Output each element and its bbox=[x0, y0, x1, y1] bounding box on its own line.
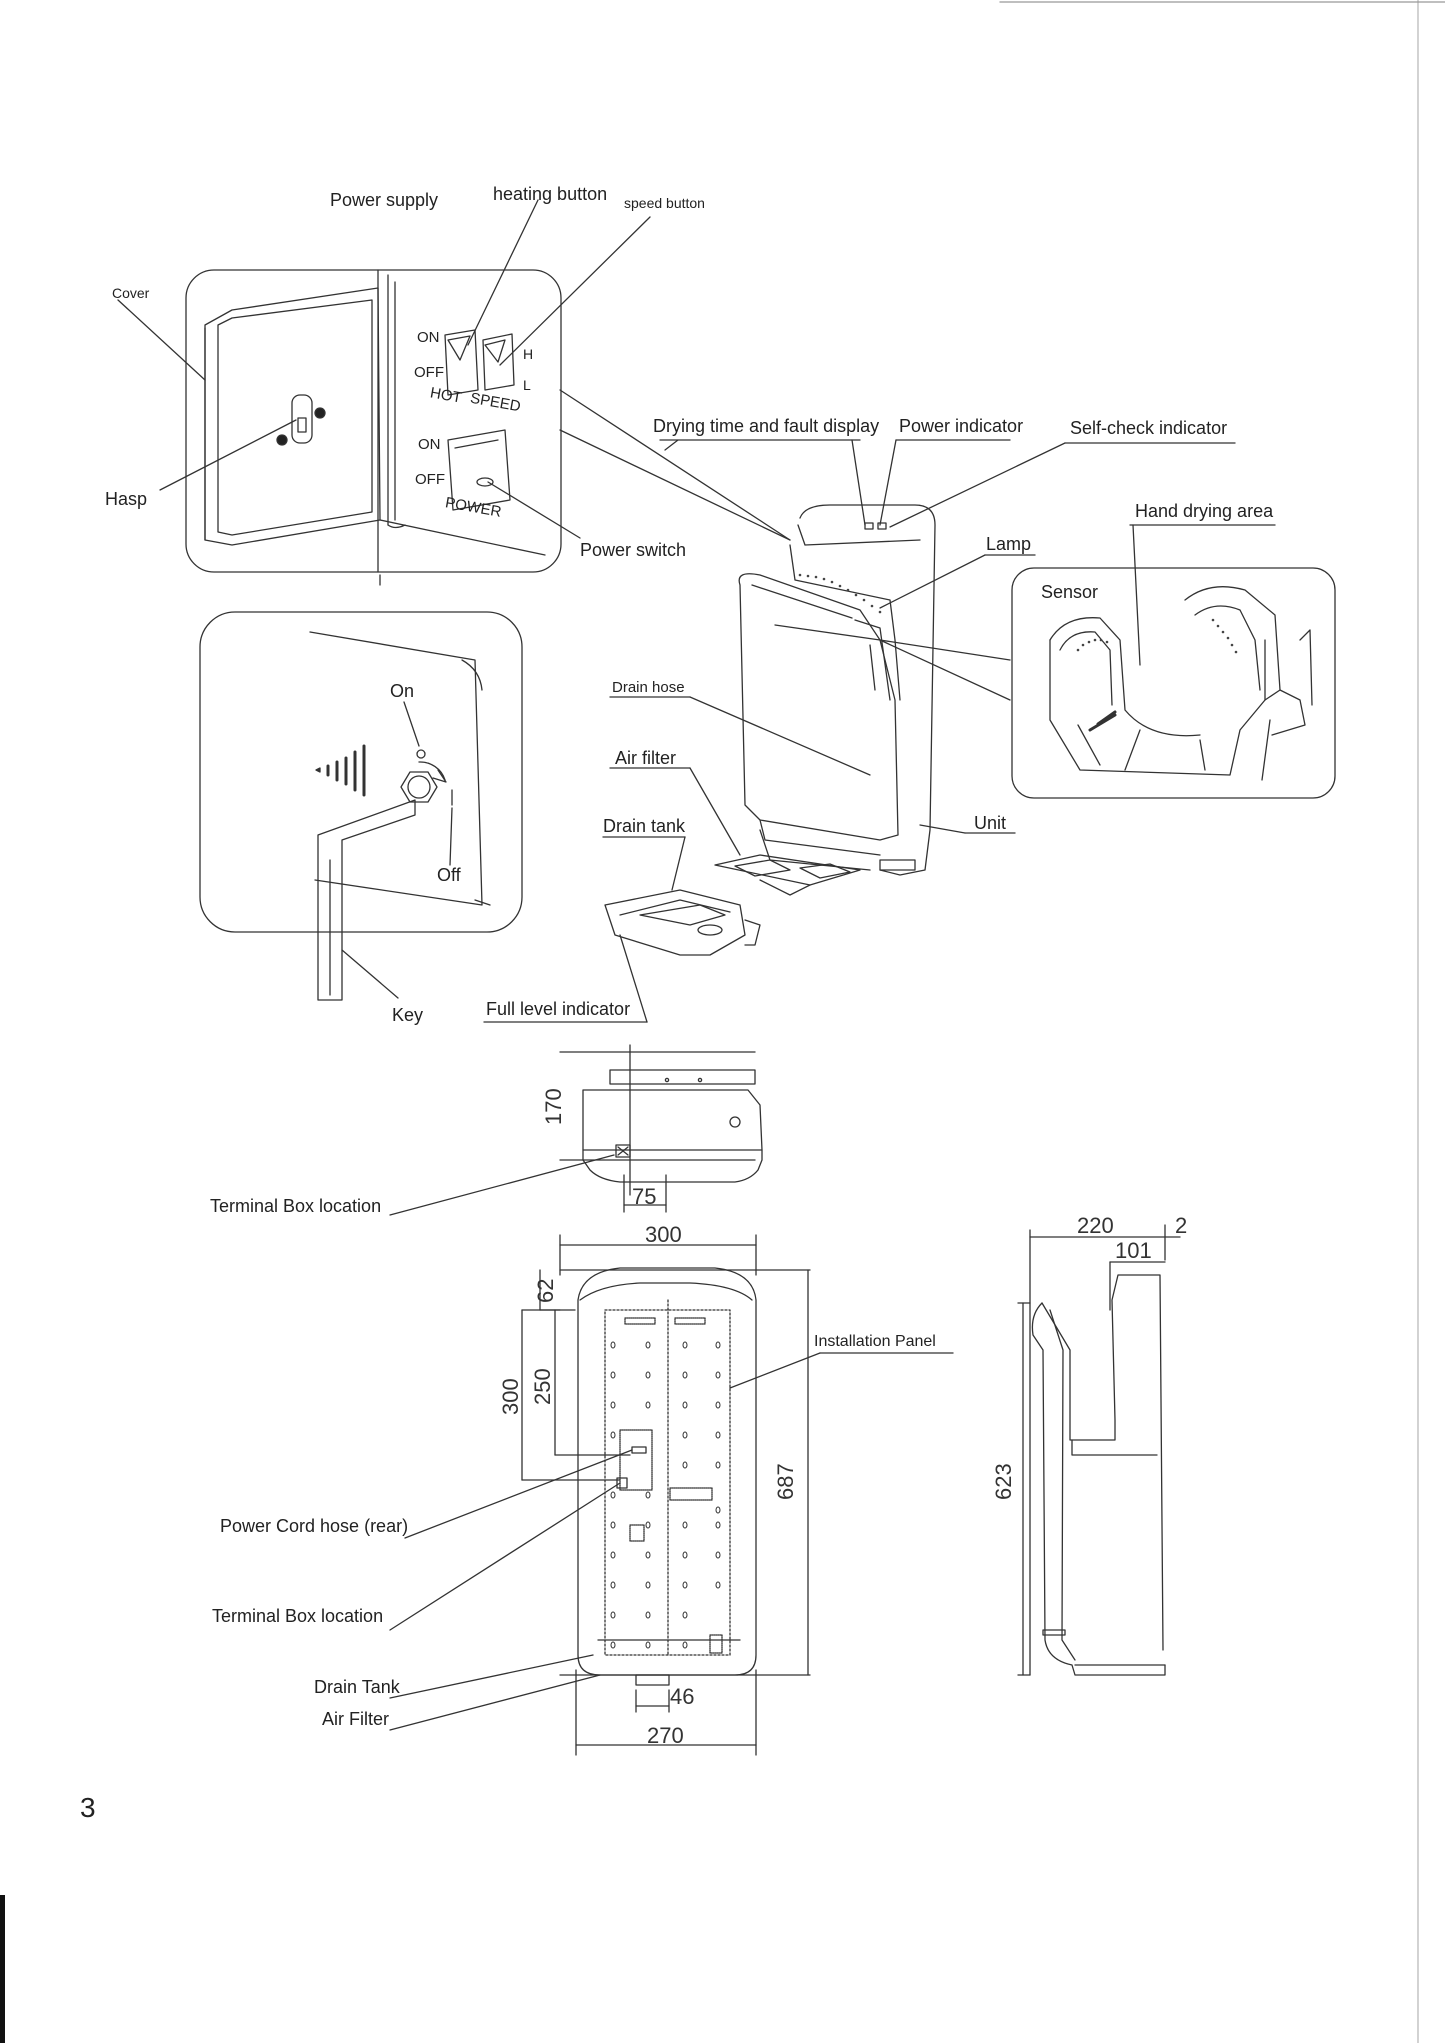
top-view-drawing bbox=[389, 1044, 763, 1216]
drain-hose-label: Drain hose bbox=[612, 679, 685, 696]
h-label: H bbox=[523, 346, 534, 362]
switch-panel-inset bbox=[185, 269, 562, 586]
l-label: L bbox=[523, 377, 531, 393]
dimension-250: 250 bbox=[530, 1368, 555, 1405]
drying-time-display-label: Drying time and fault display bbox=[653, 416, 880, 436]
full-level-indicator-label: Full level indicator bbox=[486, 999, 631, 1019]
terminal-box-location-label: Terminal Box location bbox=[212, 1606, 384, 1626]
on-power-label: ON bbox=[418, 436, 441, 453]
dimension-101: 101 bbox=[1115, 1238, 1152, 1263]
cover-label: Cover bbox=[112, 285, 150, 301]
power-cord-hose-label: Power Cord hose (rear) bbox=[220, 1516, 409, 1536]
dimension-170: 170 bbox=[541, 1088, 566, 1125]
on-top-label: ON bbox=[417, 329, 440, 346]
power-switch-label: Power switch bbox=[580, 540, 687, 560]
off-top-label: OFF bbox=[414, 364, 444, 381]
dimension-62: 62 bbox=[533, 1278, 558, 1303]
dimension-270: 270 bbox=[647, 1723, 684, 1748]
sensor-label: Sensor bbox=[1041, 582, 1099, 602]
installation-panel-label: Installation Panel bbox=[814, 1333, 936, 1350]
dimension-75: 75 bbox=[632, 1184, 657, 1209]
dimension-46: 46 bbox=[670, 1684, 695, 1709]
off-power-label: OFF bbox=[415, 471, 445, 488]
dimension-220: 220 bbox=[1077, 1213, 1114, 1238]
unit-label: Unit bbox=[974, 813, 1007, 833]
drying-area-inset bbox=[1011, 524, 1336, 799]
power-supply-label: Power supply bbox=[330, 190, 439, 210]
air-filter-label: Air filter bbox=[615, 748, 677, 768]
hand-drying-area-label: Hand drying area bbox=[1135, 501, 1274, 521]
page-edge-mark bbox=[0, 1895, 5, 2043]
lamp-label: Lamp bbox=[986, 534, 1032, 554]
dimension-2: 2 bbox=[1175, 1213, 1188, 1238]
drain-tank-label: Drain tank bbox=[603, 816, 686, 836]
dimension-623: 623 bbox=[991, 1463, 1016, 1500]
off-key-label: Off bbox=[437, 865, 461, 885]
dimension-687: 687 bbox=[773, 1463, 798, 1500]
power-indicator-label: Power indicator bbox=[899, 416, 1024, 436]
key-inset bbox=[199, 611, 523, 1001]
hasp-label: Hasp bbox=[105, 489, 148, 509]
air-filter-bottom-label: Air Filter bbox=[322, 1709, 389, 1729]
side-view-drawing bbox=[1017, 1224, 1181, 1676]
terminal-box-location-top-label: Terminal Box location bbox=[210, 1196, 382, 1216]
dimension-300-height: 300 bbox=[498, 1378, 523, 1415]
on-key-label: On bbox=[390, 681, 415, 701]
drain-tank-bottom-label: Drain Tank bbox=[314, 1677, 400, 1697]
self-check-indicator-label: Self-check indicator bbox=[1070, 418, 1228, 438]
dimension-300-width: 300 bbox=[645, 1222, 682, 1247]
heating-button-label: heating button bbox=[493, 184, 608, 204]
key-label: Key bbox=[392, 1005, 424, 1025]
speed-button-label: speed button bbox=[624, 195, 705, 211]
switch-panel-leaders bbox=[117, 199, 791, 541]
page-number: 3 bbox=[80, 1792, 96, 1823]
front-view-drawing bbox=[389, 1234, 954, 1756]
hand-dryer-unit bbox=[483, 439, 1236, 1023]
